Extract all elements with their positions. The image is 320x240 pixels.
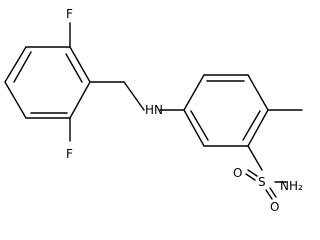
sulfur-label: S: [258, 175, 266, 189]
ring-b-double-2: [242, 110, 261, 141]
sulfur-oxygen-top-bond-b: [247, 169, 258, 177]
difluorophenyl-ring: [4, 46, 91, 119]
sulfur-oxygen-bottom-bond-b: [265, 189, 273, 200]
ring-b-double-3: [190, 110, 209, 141]
ring-b-bond-3: [247, 74, 269, 111]
sulfur-oxygen-bottom-bond-a: [269, 187, 277, 198]
ring-b-bond-1: [183, 74, 205, 111]
ring-a-double-1: [13, 51, 32, 83]
ring-to-sulfur-bond: [247, 145, 263, 171]
chemical-structure-diagram: F F HN S O O NH₂: [4, 7, 303, 214]
ring-a-bond-6: [69, 46, 91, 83]
oxygen-top-label: O: [233, 166, 242, 180]
ring-a-bond-5: [69, 81, 91, 119]
amide-label: NH₂: [280, 179, 303, 193]
nh-label: HN: [145, 103, 163, 117]
ch2-to-nh-bond: [123, 81, 145, 111]
methylphenyl-ring: [183, 74, 269, 147]
ring-b-bond-6: [183, 109, 205, 147]
fluorine-bottom-label: F: [66, 147, 73, 161]
oxygen-bottom-label: O: [270, 200, 279, 214]
ring-a-bond-2: [4, 46, 27, 83]
fluorine-top-label: F: [66, 7, 73, 21]
ring-a-double-3: [65, 53, 83, 83]
ring-b-bond-4: [247, 109, 269, 147]
ring-a-bond-3: [4, 81, 27, 119]
sulfur-oxygen-top-bond-a: [245, 173, 256, 181]
